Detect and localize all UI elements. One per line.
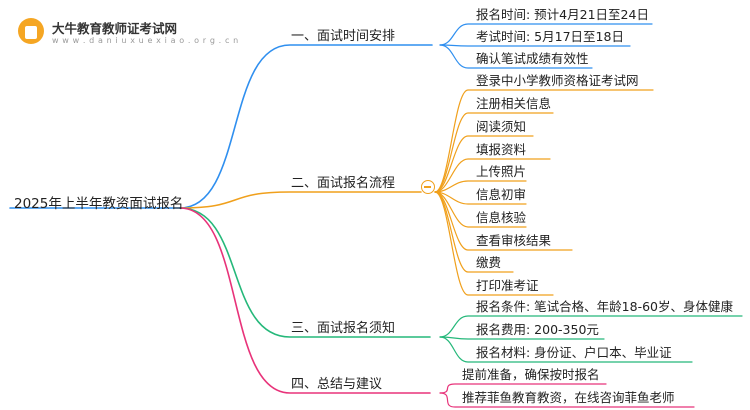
leaf-connector [434,89,654,193]
leaf-confirm-scores: 确认笔试成绩有效性 [476,51,589,66]
branch-connector [179,44,433,209]
leaf-prepare-early: 提前准备，确保按时报名 [462,367,600,382]
leaf-connector [434,112,554,193]
leaf-step-photo: 上传照片 [476,164,527,179]
leaf-recommend: 推荐菲鱼教育教资，在线咨询菲鱼老师 [462,390,675,405]
logo-url: w w w . d a n i u x u e x i a o . o r g … [52,36,239,45]
leaf-connector [434,158,551,193]
branch-registration-notes: 三、面试报名须知 [291,321,396,336]
leaf-exam-time: 考试时间: 5月17日至18日 [476,29,624,44]
leaf-fee: 报名费用: 200-350元 [476,322,599,337]
leaf-step-print: 打印准考证 [476,278,539,293]
book-icon [18,18,44,44]
leaf-step-fill: 填报资料 [476,142,527,157]
logo-title: 大牛教育教师证考试网 [52,21,178,36]
leaf-connector [439,44,631,47]
leaf-step-verify: 信息核验 [476,210,527,225]
leaf-connector [439,336,605,340]
branch-connector [179,207,431,394]
leaf-step-pay: 缴费 [476,255,502,270]
leaf-registration-time: 报名时间: 预计4月21日至24日 [476,7,649,22]
branch-registration-process: 二、面试报名流程 [291,176,396,191]
leaf-conditions: 报名条件: 笔试合格、年龄18-60岁、身体健康 [476,299,734,314]
leaf-step-initial-review: 信息初审 [476,187,527,202]
leaf-connector [434,135,534,193]
collapse-toggle[interactable] [421,180,435,194]
root-topic: 2025年上半年教资面试报名 [14,196,184,212]
leaf-connector [439,392,695,408]
leaf-connector [439,44,593,69]
leaf-step-check-result: 查看审核结果 [476,233,552,248]
leaf-connector [434,180,527,193]
leaf-step-login: 登录中小学教师资格证考试网 [476,73,639,88]
leaf-step-register: 注册相关信息 [476,96,552,111]
site-logo: 大牛教育教师证考试网 w w w . d a n i u x u e x i a… [18,16,258,50]
leaf-step-read: 阅读须知 [476,119,527,134]
branch-connector [179,191,422,209]
leaf-connector [434,191,554,296]
leaf-materials: 报名材料: 身份证、户口本、毕业证 [476,345,672,360]
leaf-connector [439,315,743,338]
branch-connector [179,207,431,338]
leaf-connector [439,23,653,46]
leaf-connector [439,383,607,394]
branch-summary: 四、总结与建议 [291,377,383,392]
branch-time-schedule: 一、面试时间安排 [291,29,396,44]
leaf-connector [439,336,693,363]
